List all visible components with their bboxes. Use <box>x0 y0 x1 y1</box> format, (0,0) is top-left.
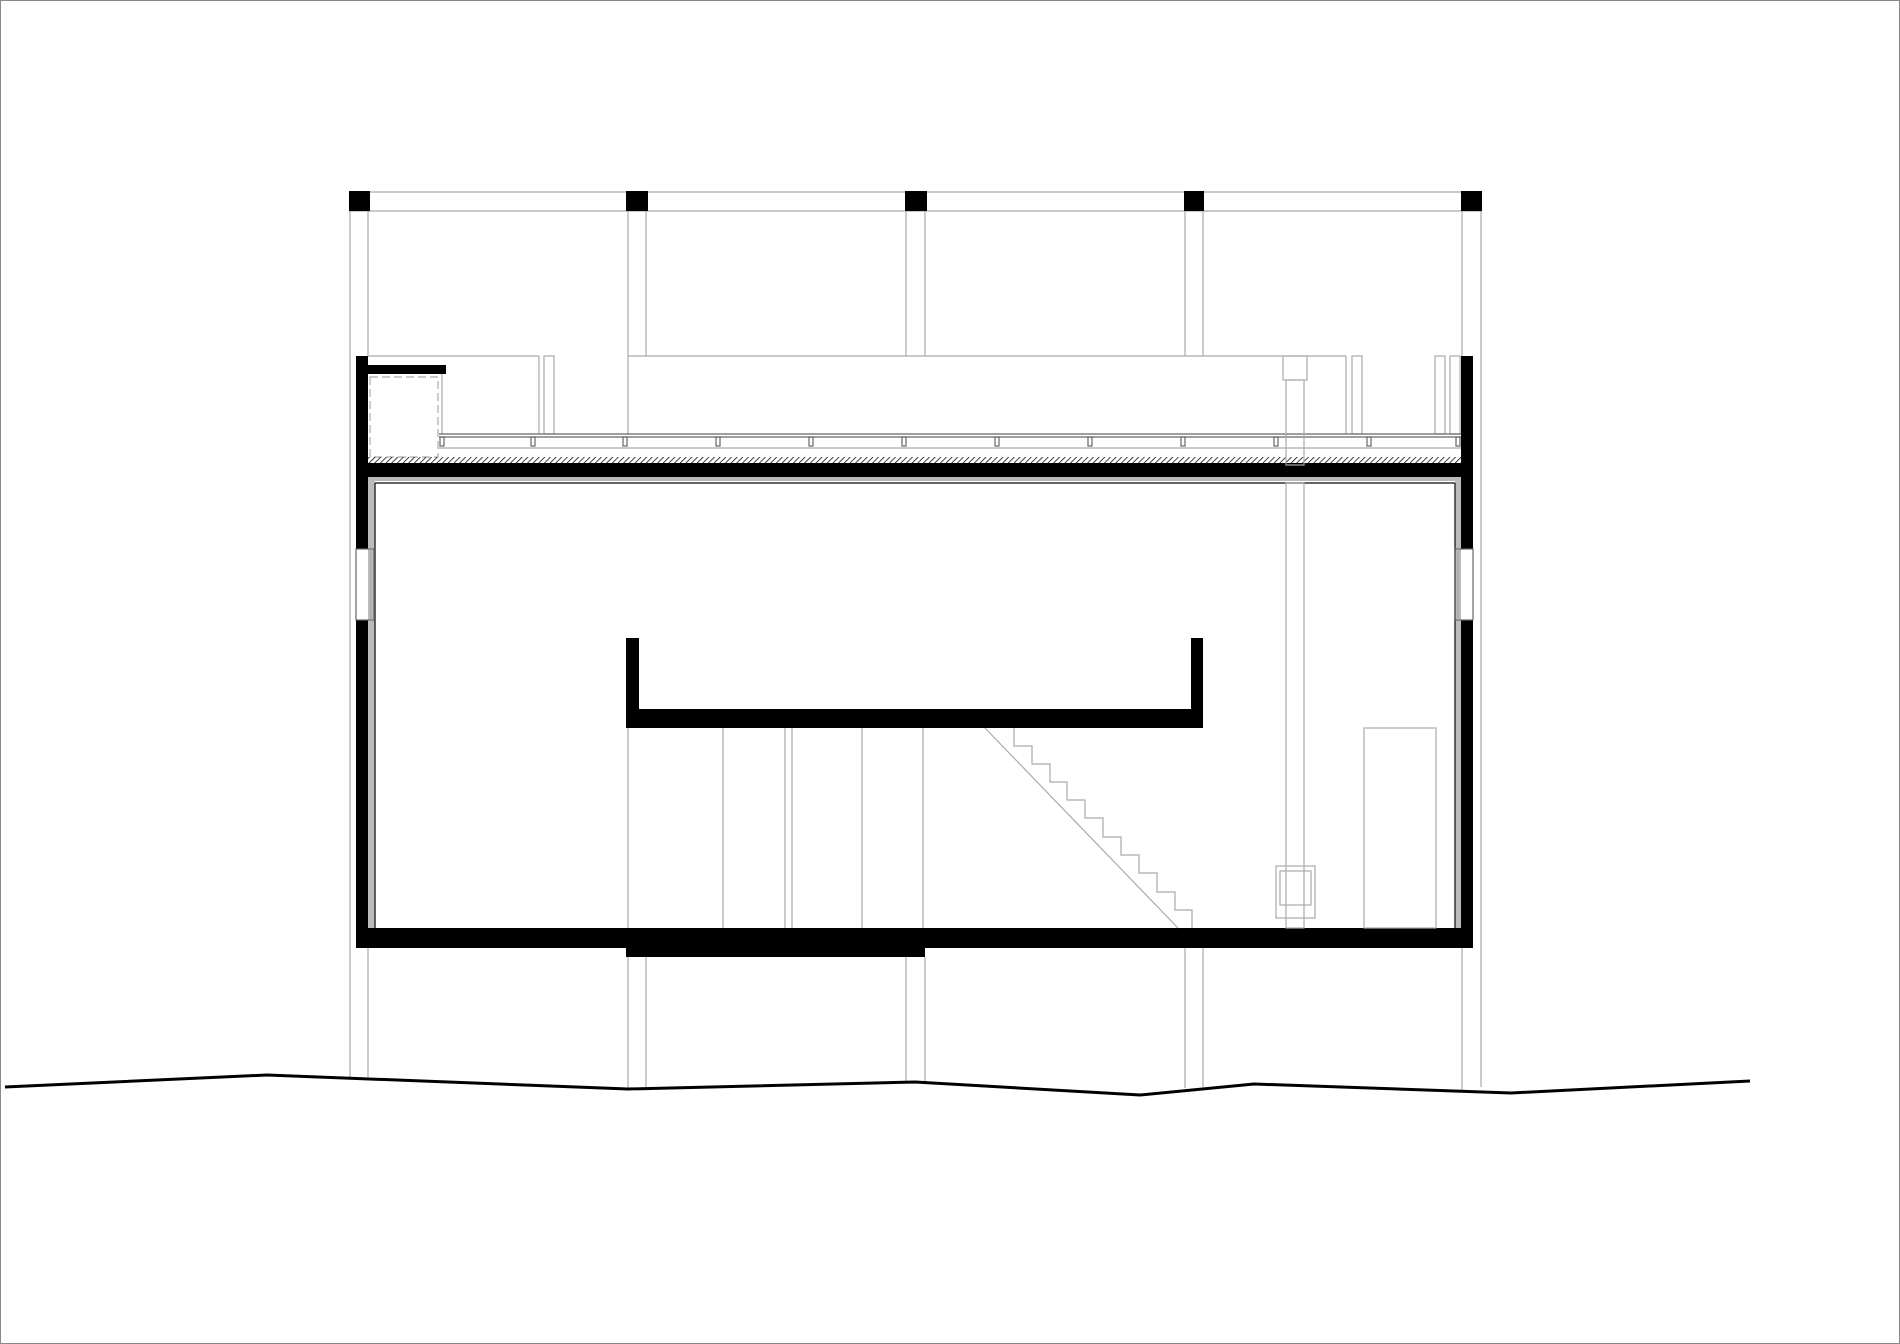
right-window <box>1454 548 1474 621</box>
lower-columns <box>367 948 1463 1090</box>
interior-partitions <box>627 728 924 928</box>
ground-line <box>4 1073 1751 1097</box>
left-window <box>355 548 375 621</box>
column-caps <box>349 191 1482 211</box>
floor-beam <box>626 948 925 957</box>
parapet-cap <box>356 365 446 374</box>
roof-slab <box>356 457 1473 484</box>
ground-floor-slab <box>356 928 1473 948</box>
staircase <box>984 727 1193 929</box>
left-wall <box>356 356 376 948</box>
upper-columns <box>349 211 1482 1087</box>
roof-railing <box>439 433 1461 449</box>
mezzanine <box>626 638 1203 728</box>
vertical-duct <box>1275 355 1316 929</box>
roof-elements <box>368 355 1461 458</box>
right-wall <box>1454 356 1473 948</box>
door <box>1363 727 1437 929</box>
